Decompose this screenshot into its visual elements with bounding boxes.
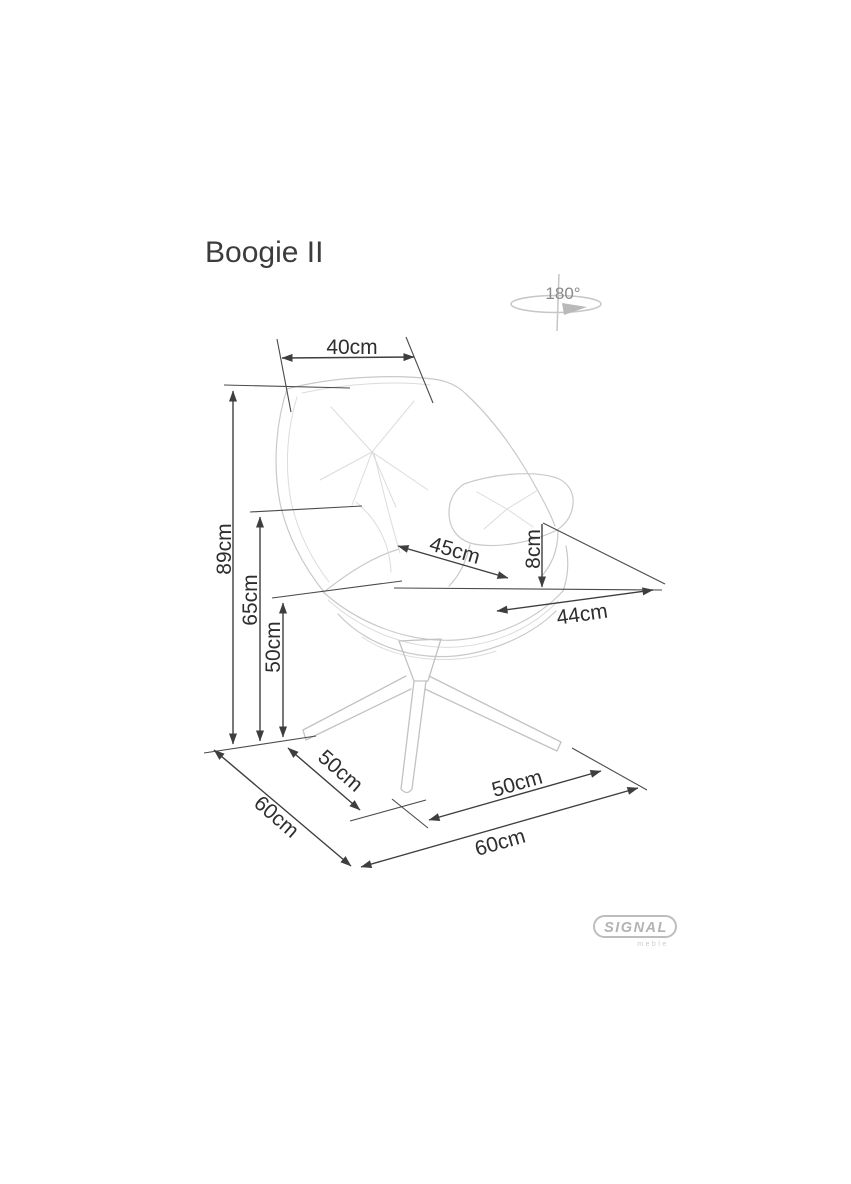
dim-seat-width-label: 45cm xyxy=(427,533,483,569)
brand-logo-outline xyxy=(593,915,677,938)
brand-logo-subtext: meble xyxy=(637,941,669,948)
backrest-tufting-creases xyxy=(319,400,429,508)
brand-logo-text: SIGNAL xyxy=(604,920,668,936)
rotation-arrowhead-icon xyxy=(562,303,587,315)
dim-ext-line xyxy=(223,384,351,389)
side-bolster-crease xyxy=(355,501,392,573)
chair-line-drawing xyxy=(275,376,574,794)
seat-under-shell xyxy=(337,610,557,658)
dim-line-seat-depth xyxy=(496,587,654,614)
seat-front-edge xyxy=(321,590,564,641)
base-left-leg xyxy=(302,675,412,741)
brand-logo: SIGNAL meble xyxy=(593,915,677,948)
dim-back-width-label: 40cm xyxy=(326,336,377,359)
dim-line-base-front xyxy=(360,787,639,868)
backrest-center-seam xyxy=(373,452,401,554)
armrest-tufting-creases xyxy=(476,489,539,530)
seat-shell-bottom xyxy=(361,636,497,660)
dim-line-base-side xyxy=(213,749,352,867)
dim-ext-tick xyxy=(571,747,648,791)
dim-seat-depth-label: 44cm xyxy=(555,600,609,630)
backrest-left-edge xyxy=(275,388,325,593)
dim-line-seat-width xyxy=(397,545,509,579)
dim-base-front-label: 60cm xyxy=(472,825,528,861)
dim-ext-tick xyxy=(391,798,429,829)
dim-ext-line xyxy=(249,505,363,513)
dim-ext-line xyxy=(276,338,292,413)
seat-right-edge xyxy=(562,545,569,592)
backrest-bottom-edge xyxy=(323,548,400,593)
page-title: Boogie II xyxy=(205,236,323,269)
dim-ext-line xyxy=(393,587,663,591)
backrest-top-right-edge xyxy=(286,376,556,527)
base-front-leg xyxy=(400,680,427,794)
dim-ext-tick xyxy=(349,799,427,822)
dimension-annotations: 40cm 89cm 65cm 50cm 45cm 8cm 44cm 50cm 5… xyxy=(203,336,666,868)
dim-overall-height-label: 89cm xyxy=(213,523,236,574)
dim-seat-height-label: 50cm xyxy=(262,621,285,672)
backrest-top-piping xyxy=(301,382,431,394)
dim-ext-line xyxy=(542,522,666,585)
dim-ext-line xyxy=(405,336,434,404)
dim-armrest-height-label: 65cm xyxy=(239,574,262,625)
dim-base-front-left-label: 50cm xyxy=(313,746,367,797)
dim-line-back-width xyxy=(281,353,415,362)
armrest-cushion xyxy=(448,473,574,547)
dim-armrest-pad-label: 8cm xyxy=(522,529,545,569)
rotation-axis-line xyxy=(556,273,560,332)
seat-piping xyxy=(327,599,559,648)
dim-ext-line xyxy=(271,580,403,599)
rotation-arrow-icon xyxy=(510,294,602,314)
base-right-leg xyxy=(424,675,562,752)
dim-base-side-label: 60cm xyxy=(249,792,303,843)
backrest-left-piping xyxy=(286,396,330,583)
rotation-indicator: 180° xyxy=(510,273,602,332)
rotation-angle-label: 180° xyxy=(545,284,580,303)
dim-base-front-right-label: 50cm xyxy=(489,766,545,802)
base-hub xyxy=(398,638,442,682)
